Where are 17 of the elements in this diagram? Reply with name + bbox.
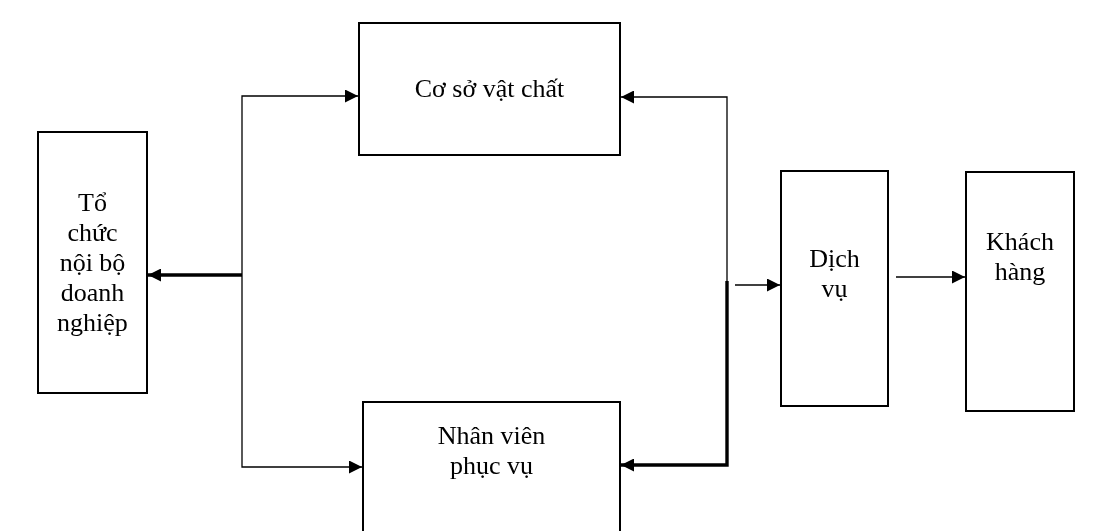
box-label: Nhân viên phục vụ bbox=[436, 421, 547, 481]
arrow bbox=[895, 270, 966, 284]
arrow bbox=[734, 278, 781, 292]
process-box bbox=[965, 171, 1075, 412]
arrow bbox=[148, 268, 242, 282]
box-label: Dịch vụ bbox=[808, 243, 861, 304]
arrow bbox=[620, 90, 728, 282]
arrow bbox=[241, 274, 363, 474]
arrow bbox=[241, 89, 359, 276]
box-label: Tổ chức nội bộ doanh nghiệp bbox=[56, 187, 129, 338]
box-label: Cơ sở vật chất bbox=[414, 74, 565, 104]
box-label: Khách hàng bbox=[985, 226, 1055, 287]
process-box bbox=[362, 401, 621, 531]
process-box bbox=[37, 131, 148, 394]
process-box bbox=[780, 170, 889, 407]
process-box bbox=[358, 22, 621, 156]
arrow bbox=[621, 281, 729, 472]
